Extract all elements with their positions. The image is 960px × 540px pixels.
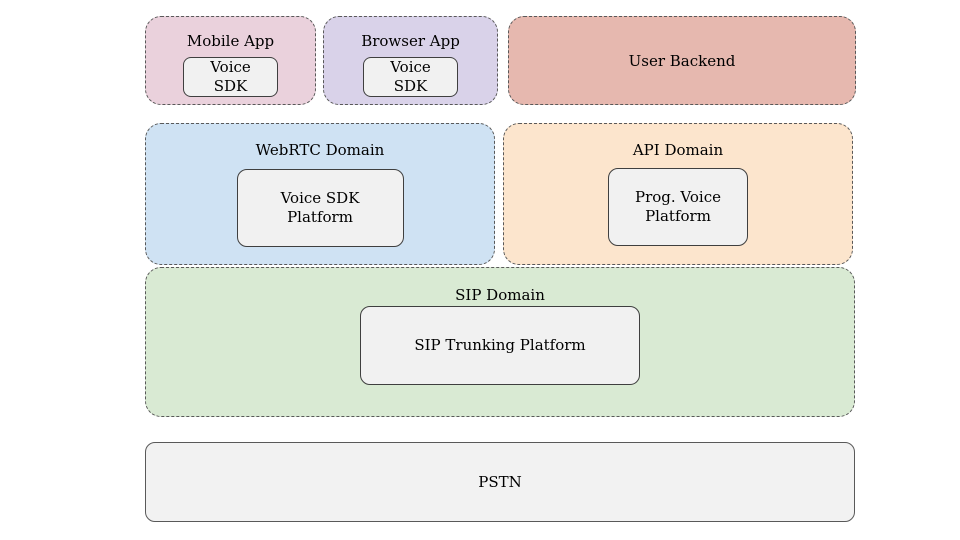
node-api-domain: API Domain Prog. Voice Platform bbox=[503, 123, 853, 265]
webrtc-domain-label: WebRTC Domain bbox=[255, 141, 385, 159]
user-backend-label: User Backend bbox=[628, 51, 736, 70]
mobile-app-label: Mobile App bbox=[186, 32, 275, 50]
voice-sdk-platform-line1: Voice SDK bbox=[280, 189, 360, 207]
node-webrtc-domain: WebRTC Domain Voice SDK Platform bbox=[145, 123, 495, 265]
node-voice-sdk-browser: Voice SDK bbox=[363, 57, 458, 97]
voice-sdk-mobile-line2: SDK bbox=[213, 77, 248, 95]
node-user-backend: User Backend bbox=[508, 16, 856, 105]
sip-trunking-platform-label: SIP Trunking Platform bbox=[414, 336, 586, 354]
node-voice-sdk-mobile: Voice SDK bbox=[183, 57, 278, 97]
api-domain-label: API Domain bbox=[632, 141, 724, 159]
node-sip-domain: SIP Domain SIP Trunking Platform bbox=[145, 267, 855, 417]
prog-voice-platform-line1: Prog. Voice bbox=[635, 188, 721, 206]
voice-sdk-mobile-line1: Voice bbox=[210, 58, 251, 76]
node-prog-voice-platform: Prog. Voice Platform bbox=[608, 168, 748, 246]
voice-sdk-browser-line2: SDK bbox=[393, 77, 428, 95]
node-sip-trunking-platform: SIP Trunking Platform bbox=[360, 306, 640, 385]
pstn-label: PSTN bbox=[478, 473, 522, 491]
prog-voice-platform-line2: Platform bbox=[645, 207, 711, 225]
sip-domain-label: SIP Domain bbox=[455, 286, 545, 304]
node-voice-sdk-platform: Voice SDK Platform bbox=[236, 169, 404, 247]
voice-sdk-platform-line2: Platform bbox=[287, 208, 353, 226]
node-mobile-app: Mobile App Voice SDK bbox=[145, 16, 316, 105]
voice-sdk-browser-line1: Voice bbox=[390, 58, 431, 76]
node-browser-app: Browser App Voice SDK bbox=[323, 16, 498, 105]
browser-app-label: Browser App bbox=[361, 32, 460, 50]
node-pstn: PSTN bbox=[145, 442, 855, 522]
